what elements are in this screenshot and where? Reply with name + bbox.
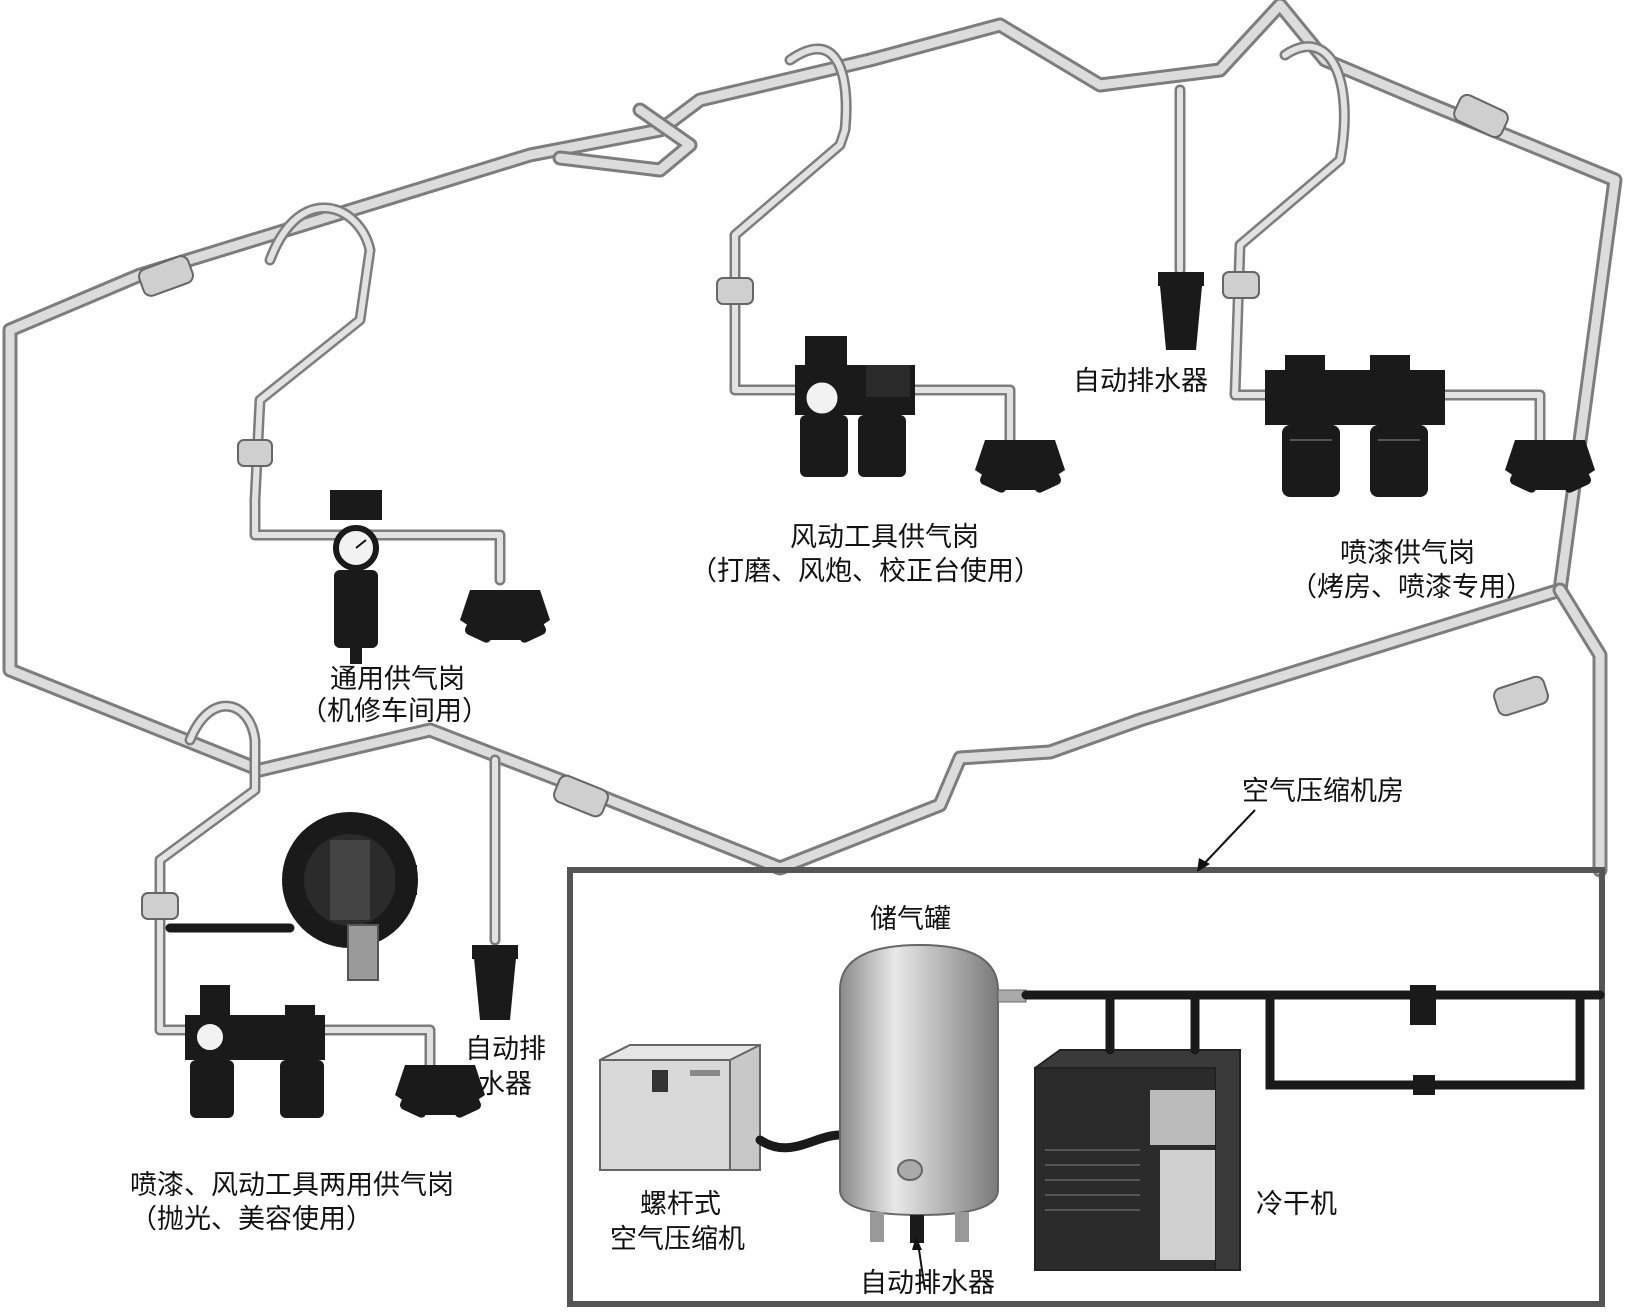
spray-station-subtitle: （烤房、喷漆专用）: [1290, 572, 1533, 603]
general-station-branch: [237, 202, 506, 586]
dual-station-outlet: [395, 1065, 485, 1118]
refrigerated-dryer: [1034, 1049, 1241, 1271]
dual-station-title: 喷漆、风动工具两用供气岗: [130, 1170, 454, 1201]
labels: 通用供气岗 （机修车间用） 风动工具供气岗 （打磨、风炮、校正台使用） 自动排水…: [130, 366, 1533, 1299]
general-station-regulator: [330, 490, 382, 664]
compressor-room-label: 空气压缩机房: [1242, 776, 1404, 807]
pipe-couplings: [138, 93, 1549, 818]
tank-label: 储气罐: [870, 904, 951, 935]
dual-station-branch: [141, 700, 436, 1071]
pneumatic-station-title: 风动工具供气岗: [790, 522, 979, 553]
dual-station-subtitle: （抛光、美容使用）: [130, 1204, 373, 1235]
hose-reel: [165, 812, 418, 981]
spray-station-filter-unit: [1265, 355, 1445, 497]
pneumatic-station-outlet: [975, 440, 1065, 493]
general-station-outlet: [460, 590, 550, 643]
spray-station-title: 喷漆供气岗: [1340, 538, 1475, 569]
mid-drain-label-line2: 水器: [478, 1069, 532, 1100]
top-drain-label: 自动排水器: [1073, 366, 1208, 397]
compressor-label-line1: 螺杆式: [640, 1189, 721, 1220]
pneumatic-station-branch: [716, 43, 1016, 446]
mid-drain-branch: [472, 754, 518, 1020]
dryer-label: 冷干机: [1256, 1189, 1337, 1220]
top-drain-branch: [1158, 84, 1204, 350]
pneumatic-station-frl-unit: [795, 336, 915, 477]
pneumatic-station-subtitle: （打磨、风炮、校正台使用）: [690, 556, 1041, 587]
dual-station-frl-unit: [185, 985, 325, 1118]
compressor-label-line2: 空气压缩机: [610, 1224, 745, 1255]
main-ring-pipe: [2, 0, 1623, 878]
general-station-title: 通用供气岗: [330, 664, 465, 695]
compressor-room-manifold: [1021, 985, 1605, 1095]
mid-drain-label-line1: 自动排: [465, 1034, 546, 1065]
screw-compressor: [599, 1044, 761, 1171]
compressor-hose: [755, 1130, 845, 1153]
tank-drain-label: 自动排水器: [860, 1268, 995, 1299]
spray-station-branch: [1222, 41, 1546, 446]
storage-tank: [839, 943, 1027, 1291]
compressor-room: [567, 809, 1605, 1307]
spray-station-outlet: [1505, 440, 1595, 493]
general-station-subtitle: （机修车间用）: [300, 696, 489, 727]
